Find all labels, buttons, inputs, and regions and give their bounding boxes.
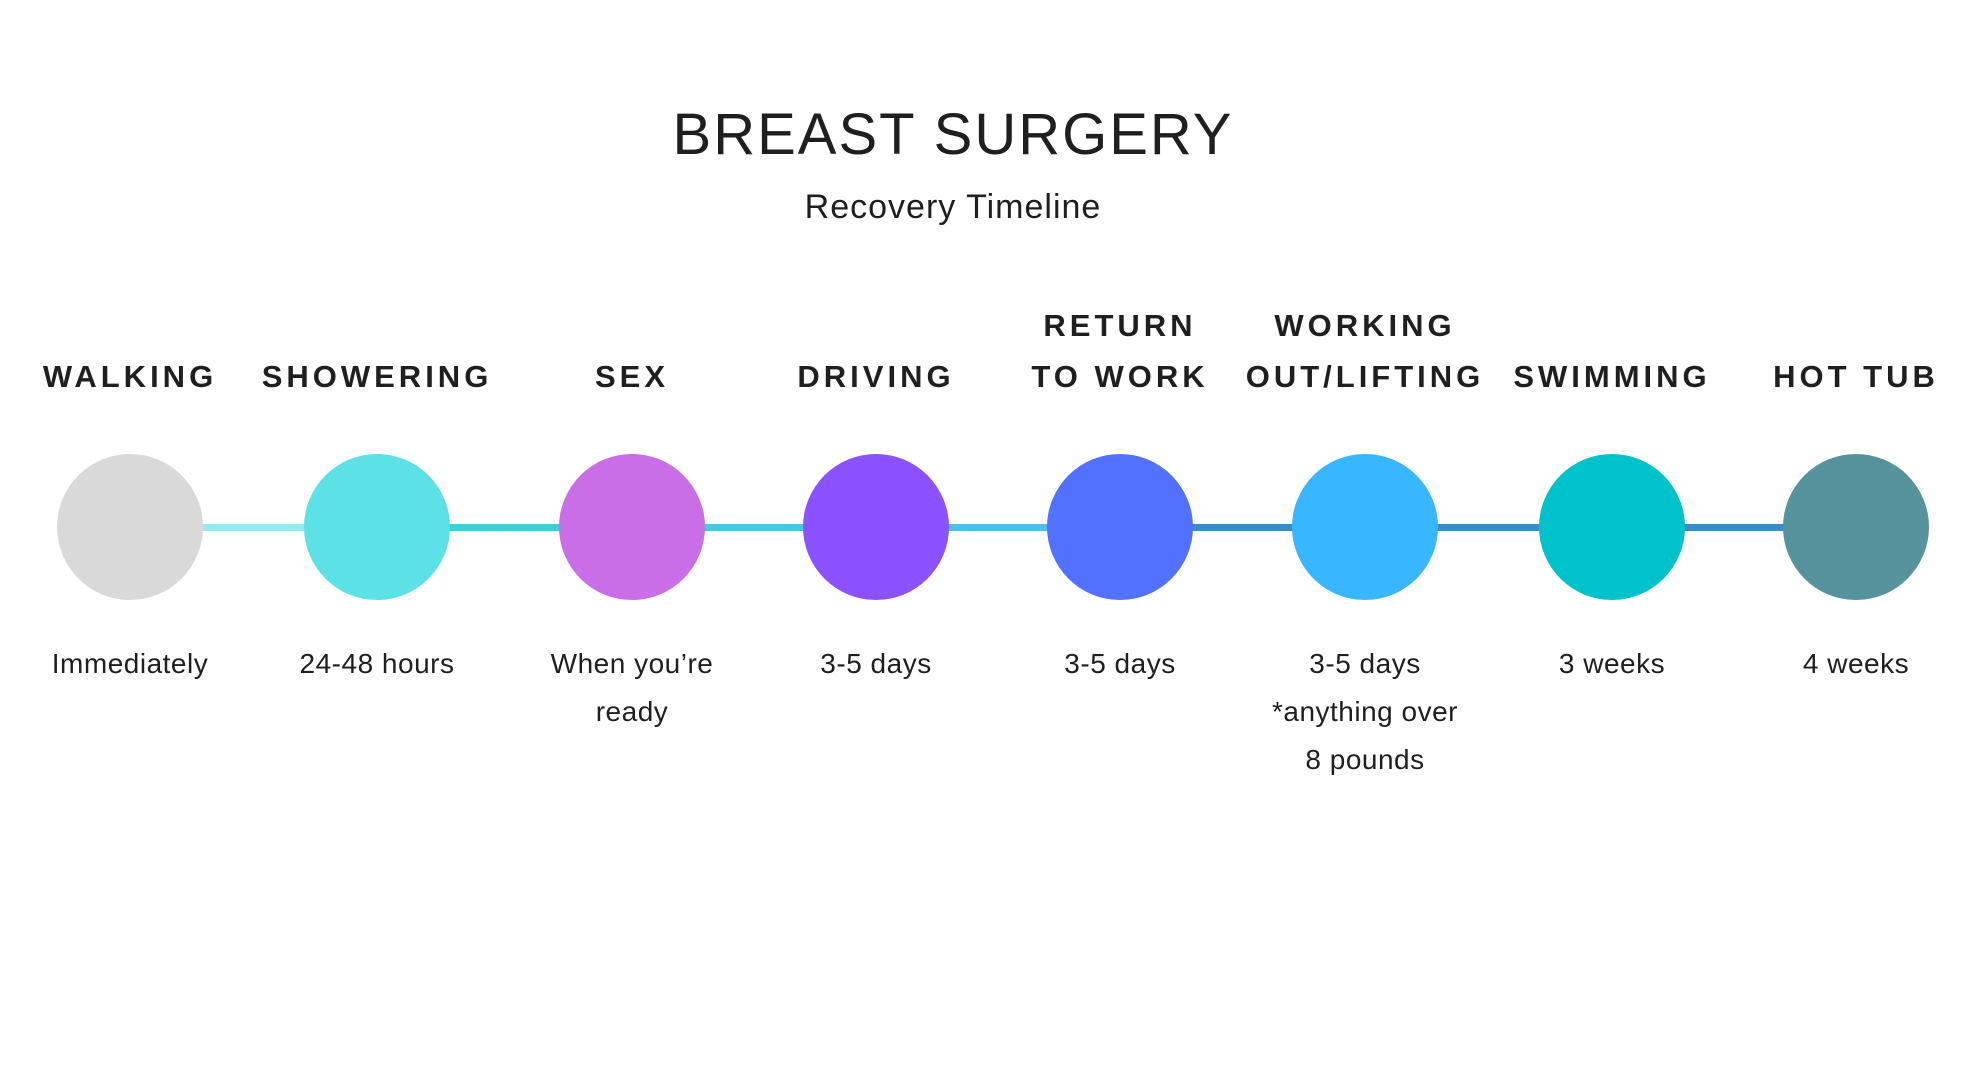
step-circle (304, 454, 450, 600)
step-label-line: TO WORK (1031, 359, 1209, 394)
step-circle (1292, 454, 1438, 600)
step-label-line: RETURN (1043, 308, 1197, 343)
step-label: SWIMMING (1492, 300, 1732, 402)
step-circle (803, 454, 949, 600)
step-label: SEX (512, 300, 752, 402)
step-label: DRIVING (756, 300, 996, 402)
step-circle (57, 454, 203, 600)
timeline-connector (1434, 524, 1543, 531)
step-circle (1539, 454, 1685, 600)
step-label-line: DRIVING (797, 359, 955, 394)
step-label-line: WALKING (42, 359, 218, 394)
step-label: WALKING (10, 300, 250, 402)
step-time: 3-5 days *anything over 8 pounds (1271, 648, 1458, 775)
step-label-line: SHOWERING (261, 359, 493, 394)
page-title: BREAST SURGERY (672, 102, 1234, 167)
step-time: Immediately (51, 648, 209, 679)
timeline-connector (701, 524, 807, 531)
timeline-connector (945, 524, 1051, 531)
timeline-connector (199, 524, 308, 531)
step-label: RETURN TO WORK (1000, 300, 1240, 402)
step-time: 24-48 hours (299, 648, 455, 679)
step-label: SHOWERING (257, 300, 497, 402)
timeline-connector (446, 524, 563, 531)
step-label-line: SEX (594, 359, 670, 394)
step-label-line: SWIMMING (1513, 359, 1711, 394)
step-circle (1783, 454, 1929, 600)
step-time: 3 weeks (1558, 648, 1666, 679)
step-time: 3-5 days (820, 648, 932, 679)
step-label-line: WORKING (1274, 308, 1456, 343)
step-circle (1047, 454, 1193, 600)
step-label: HOT TUB (1736, 300, 1976, 402)
timeline-connector (1189, 524, 1296, 531)
step-time: 3-5 days (1064, 648, 1176, 679)
step-label-line: HOT TUB (1773, 359, 1939, 394)
step-time: 4 weeks (1802, 648, 1910, 679)
step-circle (559, 454, 705, 600)
page-subtitle: Recovery Timeline (804, 188, 1102, 226)
step-label: WORKING OUT/LIFTING (1245, 300, 1485, 402)
timeline-connector (1681, 524, 1787, 531)
step-label-line: OUT/LIFTING (1245, 359, 1485, 394)
step-time: When you’re ready (550, 648, 714, 727)
